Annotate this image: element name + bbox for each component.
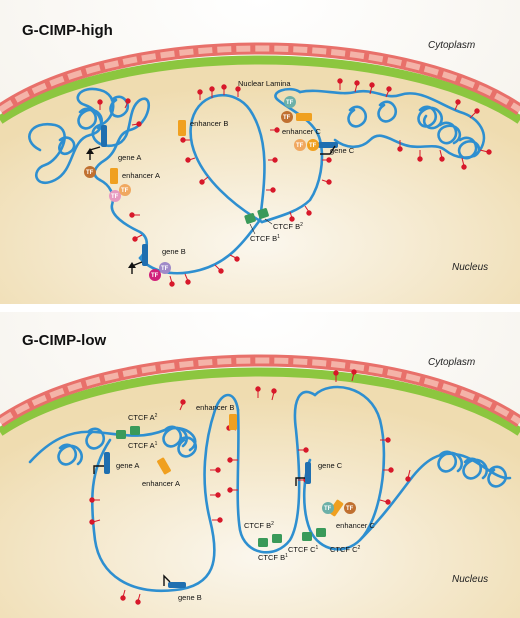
gene-c-element — [318, 142, 338, 148]
enhancer-c-element — [328, 499, 344, 517]
tf-circle — [84, 166, 96, 178]
nuclear-lamina — [0, 55, 520, 124]
transcription-factors: TF TF — [322, 502, 356, 514]
gene-c-label: gene C — [330, 146, 355, 155]
methylation-marks — [89, 369, 411, 605]
chromatin-fiber — [28, 385, 512, 593]
gene-b-element — [168, 582, 186, 588]
gene-c-promoter-arrow — [320, 145, 336, 155]
cytoplasm-label: Cytoplasm — [428, 40, 475, 51]
svg-text:TF: TF — [151, 273, 159, 279]
gene-a-element — [104, 452, 110, 474]
ctcf-b2-label: CTCF B2 — [273, 222, 303, 231]
gene-c-element — [305, 462, 311, 484]
tf-circle — [307, 139, 319, 151]
enhancer-c-label: enhancer C — [282, 127, 321, 136]
panel-separator — [0, 304, 520, 312]
enhancer-b-element — [178, 120, 186, 136]
nucleus-label: Nucleus — [452, 262, 488, 273]
ctcf-b1-site — [258, 538, 268, 547]
gene-b-arrowhead — [128, 262, 136, 268]
ctcf-a1-site — [116, 430, 126, 439]
tf-circle — [109, 190, 121, 202]
ctcf-a2-label: CTCF A2 — [128, 413, 158, 422]
tf-circle — [344, 502, 356, 514]
nuclear-envelope-pores — [0, 357, 520, 425]
enhancer-a-element — [157, 457, 171, 475]
tf-circle — [119, 184, 131, 196]
svg-text:TF: TF — [296, 143, 304, 149]
enhancer-a-label: enhancer A — [122, 171, 160, 180]
gene-b-label: gene B — [162, 247, 186, 256]
gene-a-element — [101, 125, 107, 147]
svg-text:TF: TF — [283, 115, 291, 121]
svg-text:TF: TF — [161, 266, 169, 272]
nucleus-area — [0, 372, 520, 618]
ctcf-c1-label: CTCF C1 — [288, 545, 319, 554]
ctcf-sites — [244, 208, 273, 235]
tf-circle — [294, 139, 306, 151]
enhancer-b-element — [229, 414, 237, 430]
nuclear-lamina-label: Nuclear Lamina — [238, 79, 291, 88]
nuclear-lamina — [0, 367, 520, 436]
tf-circle — [322, 502, 334, 514]
ctcf-b1-label: CTCF B1 — [250, 234, 280, 243]
gene-a-label: gene A — [116, 461, 139, 470]
enhancer-a-element — [110, 168, 118, 184]
nucleus-label: Nucleus — [452, 574, 488, 585]
enhancer-c-label: enhancer C — [336, 521, 375, 530]
svg-text:TF: TF — [324, 506, 332, 512]
methylation-marks — [97, 78, 492, 287]
ctcf-a2-site — [130, 426, 140, 435]
ctcf-b1-site — [244, 213, 256, 224]
ctcf-c1-site — [302, 532, 312, 541]
enhancer-b-label: enhancer B — [190, 119, 228, 128]
gene-b-element — [142, 244, 148, 266]
ctcf-a1-label: CTCF A1 — [128, 441, 158, 450]
panel-g-cimp-low: G-CIMP-low Cytoplasm Nucleus — [0, 312, 520, 618]
tf-circle — [159, 262, 171, 274]
panel-title: G-CIMP-high — [22, 22, 113, 39]
svg-text:TF: TF — [286, 100, 294, 106]
ctcf-b2-site — [257, 208, 269, 219]
ctcf-b1-label: CTCF B1 — [258, 553, 288, 562]
tf-circle — [149, 269, 161, 281]
panel-g-cimp-high: G-CIMP-high Cytoplasm Nucleus Nuclear La… — [0, 0, 520, 304]
gene-a-promoter-mark — [93, 465, 104, 474]
panel-title: G-CIMP-low — [22, 332, 106, 349]
enhancer-b-label: enhancer B — [196, 403, 234, 412]
ctcf-c2-label: CTCF C2 — [330, 545, 361, 554]
ctcf-c2-site — [316, 528, 326, 537]
nuclear-envelope-pores — [0, 45, 520, 113]
svg-text:TF: TF — [309, 143, 317, 149]
svg-text:TF: TF — [121, 188, 129, 194]
ctcf-sites — [116, 426, 326, 547]
gene-a-arrowhead — [86, 148, 94, 154]
tf-circle — [281, 111, 293, 123]
gene-a-label: gene A — [118, 153, 141, 162]
svg-text:TF: TF — [86, 170, 94, 176]
gene-c-label: gene C — [318, 461, 343, 470]
cytoplasm-label: Cytoplasm — [428, 357, 475, 368]
tf-circle — [284, 96, 296, 108]
ctcf-b2-label: CTCF B2 — [244, 521, 274, 530]
enhancer-a-label: enhancer A — [142, 479, 180, 488]
gene-c-promoter-mark — [295, 477, 305, 486]
gene-b-label: gene B — [178, 593, 202, 602]
enhancer-c-element — [296, 113, 312, 121]
gene-b-promoter-mark — [163, 574, 171, 586]
svg-text:TF: TF — [111, 194, 119, 200]
transcription-factors: TF TF TF TF TF TF TF TF TF — [84, 96, 319, 281]
svg-text:TF: TF — [346, 506, 354, 512]
ctcf-b2-site — [272, 534, 282, 543]
